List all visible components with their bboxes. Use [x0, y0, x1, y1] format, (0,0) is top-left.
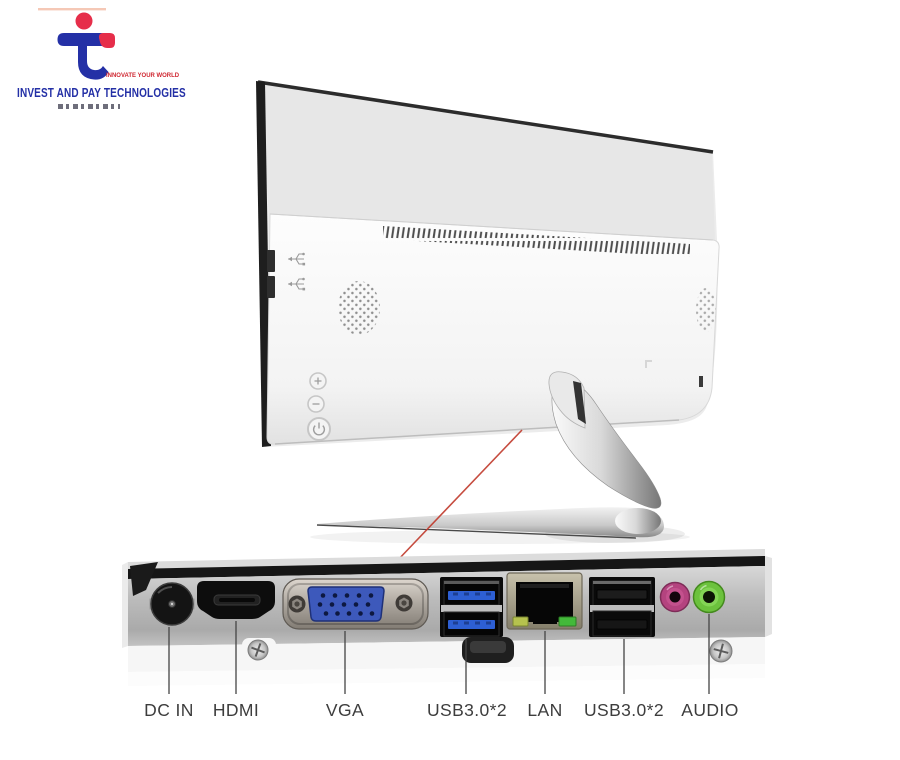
usb-print-icon [288, 252, 306, 266]
inner-panel-bottom-seam [274, 419, 680, 445]
side-usb-slots [267, 250, 275, 298]
power-icon [312, 422, 326, 436]
vga-port [282, 578, 429, 630]
speaker-grille-left [338, 281, 380, 335]
screw [709, 639, 733, 663]
logo-glyph [38, 8, 115, 80]
panel-top-sliver [128, 549, 765, 569]
audio-jack-lineout [692, 580, 726, 614]
monitor-back [256, 80, 720, 447]
logo-top-rule [38, 8, 106, 11]
dc-in-port [149, 582, 195, 626]
panel-right-edge [765, 556, 772, 637]
inner-panel-top-seam [269, 213, 714, 241]
audio-jack-mic [659, 581, 691, 613]
port-label-vga: VGA [325, 700, 365, 720]
port-label-lan: LAN [527, 700, 563, 720]
power-button[interactable] [307, 417, 331, 441]
port-label-audio: AUDIO [681, 700, 739, 720]
panel-top-edge [128, 556, 765, 579]
hdmi-port [197, 581, 275, 619]
vga-screw-post [395, 594, 413, 612]
port-label-usb3-2: USB3.0*2 [583, 700, 665, 720]
lan-led-yellow [512, 616, 529, 627]
port-label-dc-in: DC IN [144, 700, 194, 720]
panel-corner-dark [130, 562, 158, 596]
logo-company-name: INVEST AND PAY TECHNOLOGIES [17, 86, 186, 100]
corner-mark [645, 360, 652, 368]
lan-port [506, 572, 583, 630]
plus-icon [314, 377, 322, 385]
rubber-foot [462, 637, 514, 663]
vga-pin-holes [317, 593, 375, 616]
panel-bottom-fade [128, 664, 765, 686]
logo-stem [78, 40, 109, 80]
port-label-usb3-1: USB3.0*2 [426, 700, 508, 720]
left-bezel-edge [256, 81, 271, 447]
monitor-screen-back [260, 84, 715, 242]
leader-lines [168, 614, 710, 694]
logo-dot [75, 12, 93, 30]
port-panel [122, 549, 772, 694]
usb3-port-group [440, 577, 503, 637]
speaker-grille-right [696, 288, 716, 332]
stand-base-foot [615, 508, 661, 534]
logo-bar [57, 33, 108, 46]
logo-cropped-text [58, 104, 120, 109]
usb-port-group [589, 577, 655, 637]
red-annotation-line [395, 429, 523, 563]
inner-back-panel [266, 213, 720, 445]
logo-flag [98, 33, 115, 48]
vga-screw-post [288, 595, 306, 613]
logo-tagline: INNOVATE YOUR WORLD [106, 72, 180, 79]
panel-bottom-chassis [128, 637, 765, 672]
vent-grille [383, 226, 690, 257]
kensington-slot [699, 376, 703, 387]
monitor-stand [310, 371, 690, 544]
monitor-buttons [307, 372, 331, 441]
stand-base [317, 507, 664, 538]
port-label-hdmi: HDMI [212, 700, 260, 720]
stand-base-edge [316, 524, 637, 539]
usb-print-icon [288, 277, 306, 291]
top-bezel-edge [257, 80, 714, 154]
stand-hinge-slot [573, 381, 586, 424]
screw [247, 639, 269, 661]
lan-led-green [558, 616, 577, 627]
panel-left-edge [122, 562, 128, 648]
